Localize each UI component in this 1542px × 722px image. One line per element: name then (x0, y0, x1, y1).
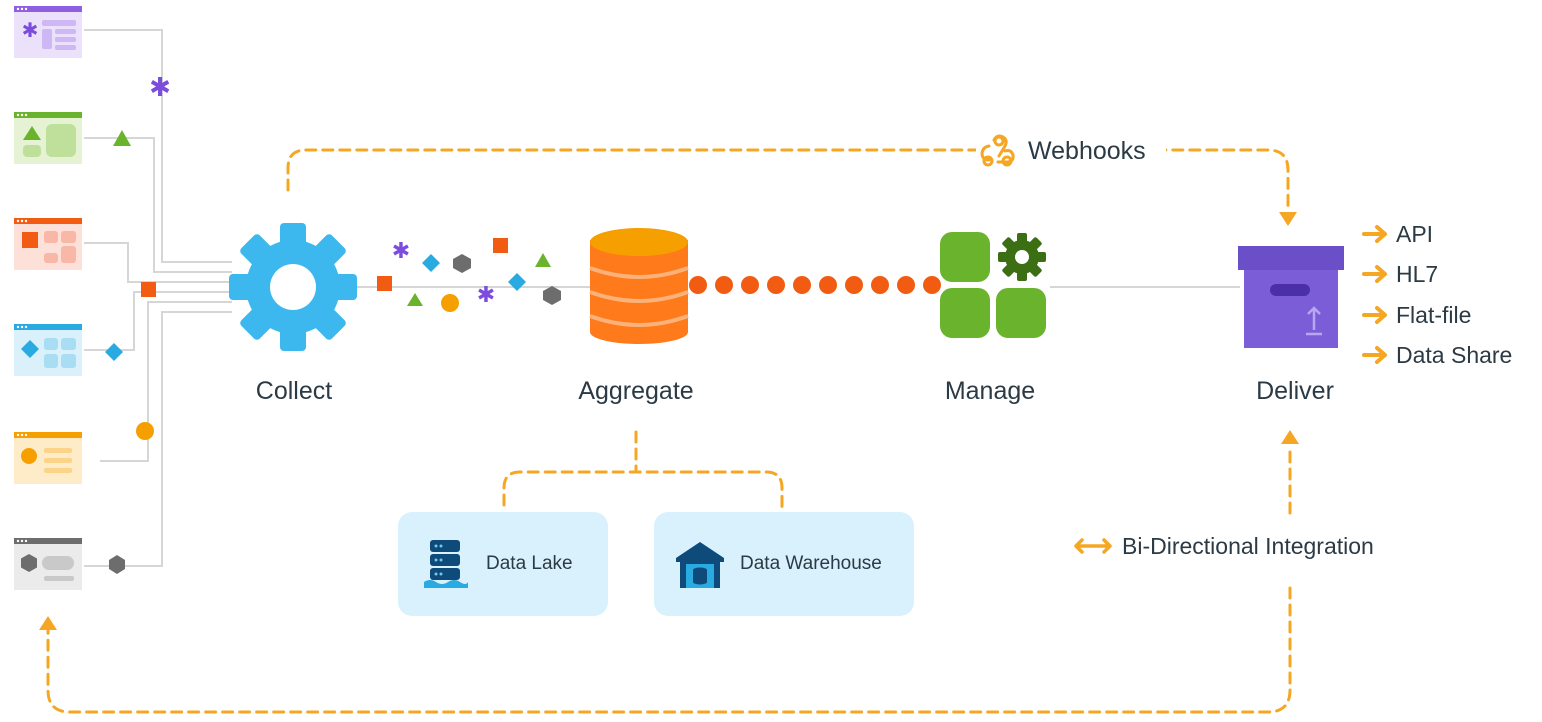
source-up-arrowhead (39, 616, 57, 630)
triangle-icon (113, 130, 131, 146)
source-app-blue (14, 324, 82, 376)
aggregate-manage-dots (689, 276, 941, 294)
arrow-right-icon (1362, 306, 1387, 324)
output-item: Flat-file (1362, 299, 1471, 331)
square-icon (22, 232, 38, 248)
bidirectional-connector (46, 450, 1292, 714)
deliver-label: Deliver (1256, 377, 1334, 405)
manage-icon (940, 232, 1046, 338)
source-app-green (14, 112, 82, 164)
source-app-red (14, 218, 82, 270)
asterisk-icon: ✱ (477, 283, 495, 308)
output-label: API (1396, 220, 1434, 247)
diamond-icon (105, 343, 123, 361)
output-label: Data Share (1396, 341, 1513, 368)
source-app-grey (14, 538, 82, 590)
arrow-right-icon (1362, 265, 1387, 283)
data-lake-icon (424, 540, 468, 588)
asterisk-icon: ✱ (149, 73, 171, 103)
square-icon (493, 238, 508, 253)
arrow-right-icon (1362, 346, 1387, 364)
hexagon-icon (21, 554, 37, 572)
deliver-up-arrowhead (1281, 430, 1299, 444)
hexagon-icon (543, 286, 561, 305)
diamond-icon (422, 254, 440, 272)
circle-icon (136, 422, 154, 440)
flow-shapes-collect-aggregate: ✱ ✱ (377, 238, 561, 312)
webhooks-label: Webhooks (1028, 136, 1146, 165)
hexagon-icon (109, 555, 125, 574)
source-app-yellow (14, 432, 82, 484)
collect-label: Collect (255, 377, 333, 405)
asterisk-icon: ✱ (22, 18, 39, 42)
hexagon-icon (453, 254, 471, 273)
triangle-icon (535, 253, 551, 267)
output-label: Flat-file (1396, 301, 1472, 328)
arrow-right-icon (1362, 225, 1387, 243)
manage-label: Manage (944, 377, 1036, 405)
webhooks-badge: Webhooks (976, 128, 1166, 174)
bidirectional-badge: Bi-Directional Integration (1072, 528, 1380, 564)
data-lake-label: Data Lake (486, 553, 573, 574)
data-warehouse-icon (676, 542, 724, 588)
diamond-icon (21, 340, 39, 358)
triangle-icon (23, 126, 41, 140)
source-app-purple: ✱ (14, 6, 82, 58)
collect-gear-icon (229, 223, 357, 351)
deliver-box-icon (1238, 246, 1344, 348)
asterisk-icon: ✱ (392, 239, 410, 264)
webhooks-arrowhead (1279, 212, 1297, 226)
bidirectional-label: Bi-Directional Integration (1122, 532, 1374, 559)
output-label: HL7 (1396, 260, 1439, 287)
webhooks-connector (286, 148, 1290, 214)
aggregate-label: Aggregate (578, 377, 694, 405)
output-item: Data Share (1362, 339, 1512, 371)
circle-icon (21, 448, 37, 464)
aggregate-database-icon (589, 228, 689, 344)
triangle-icon (407, 293, 423, 306)
aggregate-storage-connector (502, 430, 784, 510)
source-line-symbols: ✱ (105, 73, 171, 574)
output-item: HL7 (1362, 258, 1438, 290)
output-item: API (1362, 218, 1433, 250)
gear-icon (998, 233, 1046, 281)
data-warehouse-label: Data Warehouse (740, 553, 882, 574)
diamond-icon (508, 273, 526, 291)
double-arrow-icon (1074, 538, 1112, 554)
webhook-icon (980, 134, 1015, 167)
data-warehouse-card: Data Warehouse (654, 512, 914, 616)
dashed-connectors (46, 148, 1292, 714)
square-icon (141, 282, 156, 297)
data-lake-card: Data Lake (398, 512, 608, 616)
circle-icon (441, 294, 459, 312)
square-icon (377, 276, 392, 291)
